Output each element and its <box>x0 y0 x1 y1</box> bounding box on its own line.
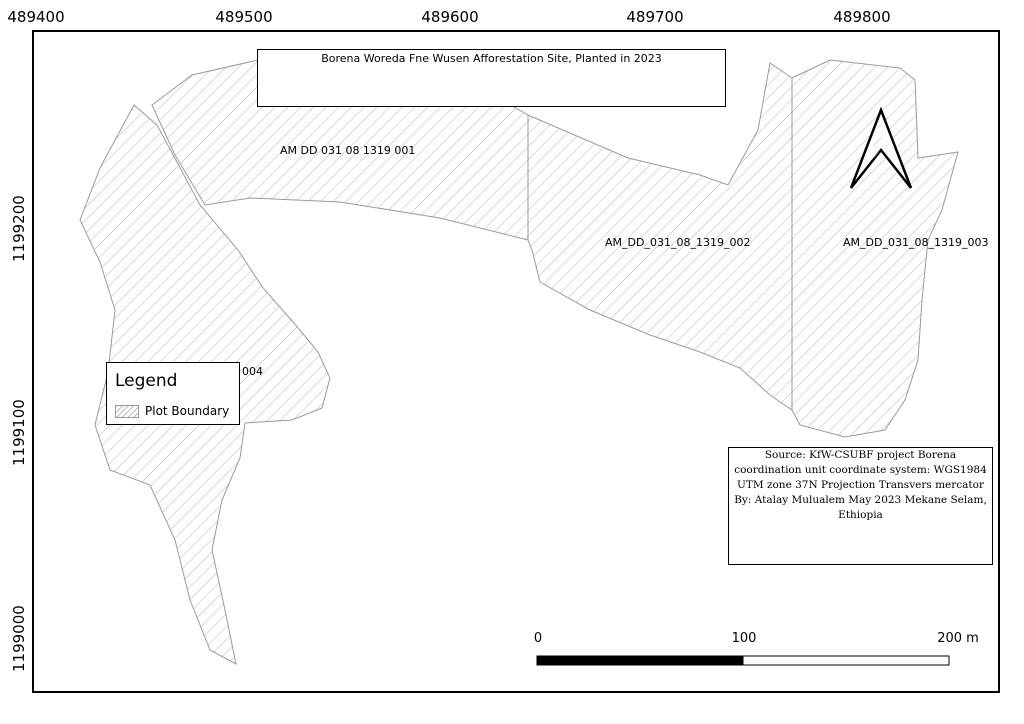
legend: Legend Plot Boundary <box>106 362 240 425</box>
source-line: coordination unit coordinate system: WGS… <box>734 464 987 476</box>
map-frame <box>32 30 1000 693</box>
source-text: Source: KfW-CSUBF project Borena coordin… <box>731 448 990 523</box>
north-arrow-icon <box>849 106 913 189</box>
plot-label-004: 004 <box>242 365 263 378</box>
legend-title: Legend <box>115 371 178 391</box>
x-tick-label: 489600 <box>421 8 479 26</box>
source-box: Source: KfW-CSUBF project Borena coordin… <box>728 447 993 565</box>
map-title: Borena Woreda Fne Wusen Afforestation Si… <box>321 52 662 65</box>
source-line: Ethiopia <box>838 509 883 521</box>
scale-label: 0 <box>533 631 543 646</box>
plot-label-002: AM_DD_031_08_1319_002 <box>605 236 751 249</box>
x-tick-label: 489800 <box>833 8 891 26</box>
plot-polygon-003 <box>791 59 959 438</box>
plot-polygon-002 <box>527 62 793 411</box>
x-tick-label: 489500 <box>215 8 273 26</box>
plot-boundary-swatch-icon <box>115 405 139 418</box>
scale-label: 200 m <box>937 631 979 646</box>
x-tick-label: 489400 <box>7 8 65 26</box>
source-line: Source: KfW-CSUBF project Borena <box>764 449 957 461</box>
plot-label-003: AM_DD_031_08_1319_003 <box>843 236 989 249</box>
source-line: UTM zone 37N Projection Transvers mercat… <box>737 479 984 491</box>
legend-item-label: Plot Boundary <box>145 404 230 418</box>
scale-label: 100 <box>731 631 757 646</box>
x-tick-label: 489700 <box>626 8 684 26</box>
map-title-box: Borena Woreda Fne Wusen Afforestation Si… <box>257 49 726 107</box>
plot-label-001: AM DD 031 08 1319 001 <box>280 144 416 157</box>
source-line: By: Atalay Mulualem May 2023 Mekane Sela… <box>734 494 987 506</box>
scale-bar <box>536 655 950 666</box>
